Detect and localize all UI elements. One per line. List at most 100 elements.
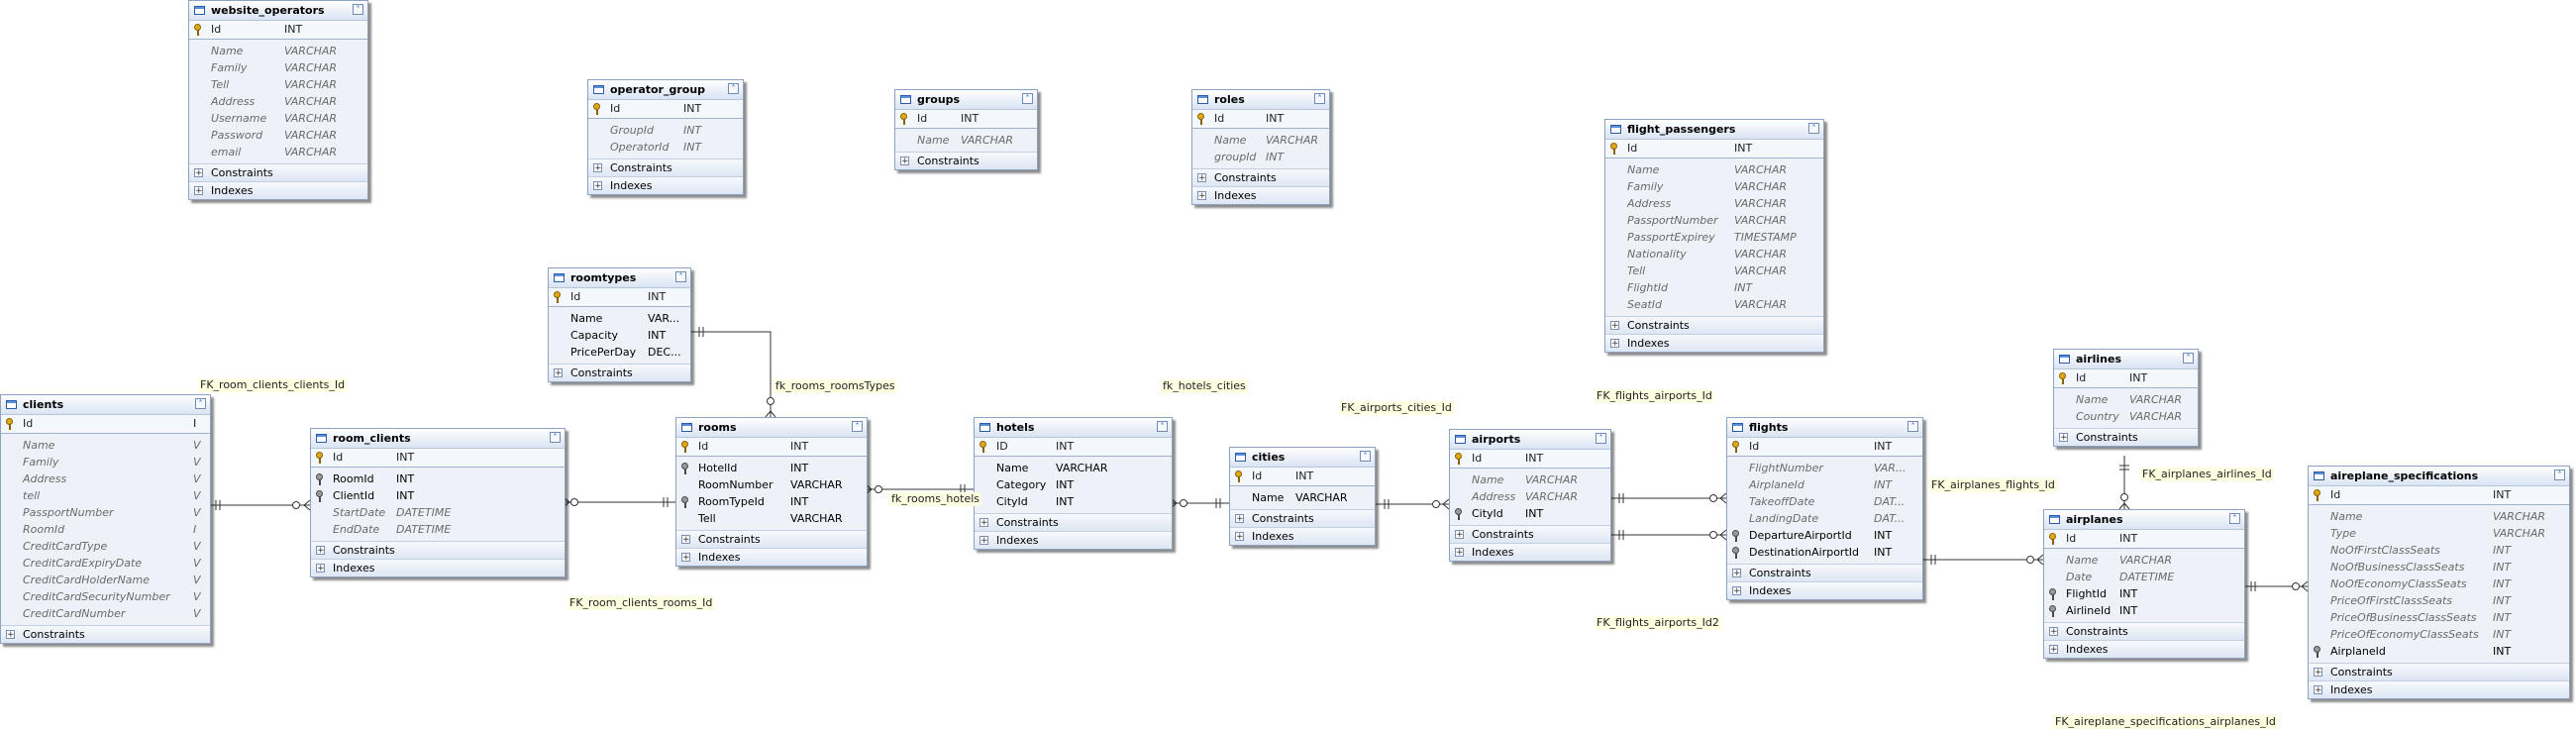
section-constraints[interactable]: +Constraints (2309, 663, 2569, 680)
section-indexes[interactable]: +Indexes (311, 559, 565, 576)
section-constraints[interactable]: +Constraints (1230, 509, 1375, 527)
section-constraints[interactable]: +Constraints (2054, 428, 2198, 446)
expand-icon[interactable]: + (1732, 586, 1741, 596)
section-indexes[interactable]: +Indexes (1450, 543, 1610, 561)
section-indexes[interactable]: +Indexes (588, 176, 743, 194)
table-header[interactable]: cities˄ (1230, 448, 1375, 468)
collapse-icon[interactable]: ˄ (195, 398, 206, 409)
expand-icon[interactable]: + (2314, 668, 2322, 678)
table-header[interactable]: clients˄ (1, 395, 210, 415)
expand-icon[interactable]: + (2059, 433, 2068, 443)
section-constraints[interactable]: +Constraints (1192, 168, 1329, 186)
section-constraints[interactable]: +Constraints (588, 158, 743, 176)
section-indexes[interactable]: +Indexes (1230, 527, 1375, 545)
section-constraints[interactable]: +Constraints (1450, 525, 1610, 543)
section-indexes[interactable]: +Indexes (189, 181, 367, 199)
collapse-icon[interactable]: ˄ (1360, 451, 1371, 462)
expand-icon[interactable]: + (593, 181, 602, 191)
section-indexes[interactable]: +Indexes (1192, 186, 1329, 204)
collapse-icon[interactable]: ˄ (1022, 93, 1033, 104)
expand-icon[interactable]: + (1455, 530, 1464, 540)
collapse-icon[interactable]: ˄ (852, 421, 863, 432)
section-indexes[interactable]: +Indexes (1727, 581, 1922, 599)
table-header[interactable]: roles˄ (1192, 90, 1329, 110)
expand-icon[interactable]: + (2049, 645, 2058, 655)
table-header[interactable]: airports˄ (1450, 430, 1610, 450)
expand-icon[interactable]: + (1197, 191, 1206, 201)
expand-icon[interactable]: + (1455, 548, 1464, 558)
expand-icon[interactable]: + (316, 564, 325, 574)
expand-icon[interactable]: + (194, 186, 203, 196)
expand-icon[interactable]: + (681, 553, 690, 563)
section-indexes[interactable]: +Indexes (975, 531, 1172, 549)
section-indexes[interactable]: +Indexes (1605, 334, 1823, 352)
section-constraints[interactable]: +Constraints (1, 625, 210, 643)
section-constraints[interactable]: +Constraints (1727, 564, 1922, 581)
expand-icon[interactable]: + (1732, 569, 1741, 578)
expand-icon[interactable]: + (554, 368, 563, 378)
collapse-icon[interactable]: ˄ (675, 271, 686, 282)
expand-icon[interactable]: + (979, 536, 988, 546)
collapse-icon[interactable]: ˄ (353, 4, 363, 15)
expand-icon[interactable]: + (1610, 339, 1619, 349)
table-header[interactable]: groups˄ (895, 90, 1037, 110)
section-indexes[interactable]: +Indexes (2044, 640, 2244, 658)
table-header[interactable]: hotels˄ (975, 418, 1172, 438)
collapse-icon[interactable]: ˄ (2554, 470, 2565, 480)
section-constraints[interactable]: +Constraints (189, 163, 367, 181)
